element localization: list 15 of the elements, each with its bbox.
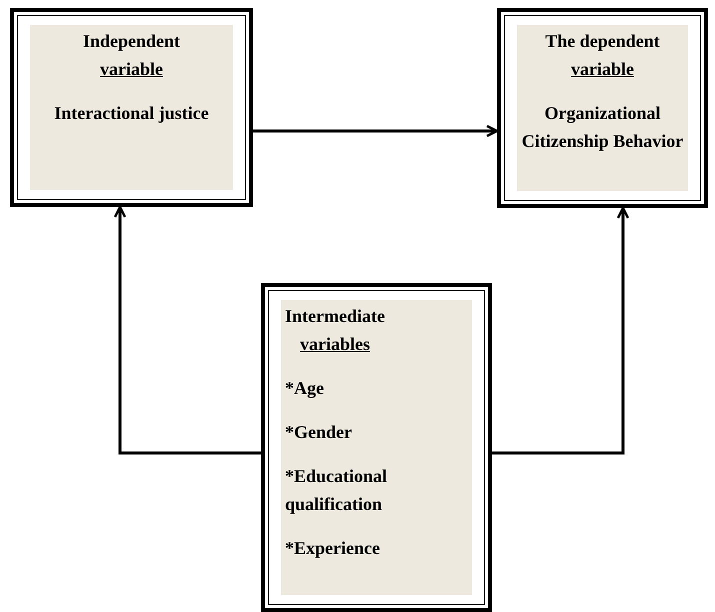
node-heading: Independent variable (82, 30, 180, 81)
node-heading: The dependent variable (545, 30, 660, 81)
variable-box (497, 8, 708, 208)
node-text: *Experience (285, 537, 380, 560)
variable-box (261, 283, 492, 612)
arrow (492, 206, 630, 454)
node-text: *Educational qualification (285, 465, 388, 516)
node-heading: Intermediate variables (285, 305, 385, 356)
variable-box (10, 8, 253, 207)
node-text: Organizational Citizenship Behavior (520, 102, 684, 153)
node-text: Interactional justice (54, 102, 209, 125)
node-text: *Gender (285, 421, 352, 444)
arrow (253, 124, 498, 138)
node-text: *Age (285, 377, 324, 400)
arrow (114, 206, 261, 454)
